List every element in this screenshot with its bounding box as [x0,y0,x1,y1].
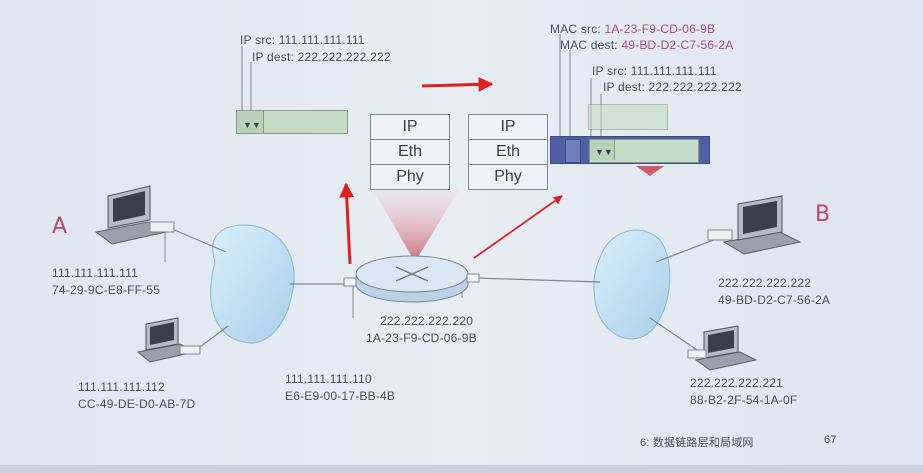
router-stack-left: IP Eth Phy [370,114,450,190]
node-b-label: B [815,202,831,227]
host-b1-mac: 49-BD-D2-C7-56-2A [718,293,831,307]
host-a2-ip: 111.111.111.112 [78,380,165,394]
host-a1-mac: 74-29-9C-E8-FF-55 [52,283,161,297]
arrow-glyph: ▼▼ [243,120,261,130]
stack-layer-eth: Eth [468,140,548,165]
router-left-ip: 111.111.111.110 [285,372,372,386]
ethernet-frame: ▼▼ [550,136,710,164]
mac-src-label: MAC src: [550,22,601,36]
node-a-label: A [52,214,68,239]
bottom-bar [0,465,923,473]
host-a2-computer-icon [136,317,201,363]
host-a1-computer-icon [94,185,175,245]
router [343,255,480,303]
router-right-mac: 1A-23-F9-CD-06-9B [366,331,477,345]
host-b2-computer-icon [687,325,758,371]
subnet-left-cloud [210,224,295,344]
annotation-arrow-thin [473,195,563,259]
host-a2-mac: CC-49-DE-D0-AB-7D [78,397,196,411]
ip-datagram-left: ▼▼ [236,110,348,134]
mac-src: MAC src: 1A-23-F9-CD-06-9B [550,22,715,36]
frame-payload-datagram: ▼▼ [589,139,699,163]
frame-mac-dest [565,139,581,163]
mac-dest-value: 49-BD-D2-C7-56-2A [621,38,734,52]
frame-down-cone [636,166,664,176]
left-ip-src: IP src: 111.111.111.111 [240,33,365,47]
host-b2-ip: 222.222.222.221 [690,376,784,390]
router-right-ip: 222.222.222.220 [380,314,474,328]
host-b1-ip: 222.222.222.222 [718,276,812,290]
stack-layer-phy: Phy [370,165,450,190]
mac-dest: MAC dest: 49-BD-D2-C7-56-2A [560,38,733,52]
stack-layer-ip: IP [370,114,450,140]
footer-chapter: 6: 数据链路层和局域网 [640,437,754,449]
host-b2-mac: 88-B2-2F-54-1A-0F [690,393,798,407]
mac-src-value: 1A-23-F9-CD-06-9B [604,22,716,36]
stack-layer-ip: IP [468,114,548,140]
subnet-right-cloud [593,229,671,340]
router-zoom-cone [372,188,460,262]
annotation-arrows [339,76,494,265]
ip-datagram-right-ghost [588,104,668,130]
right-ip-src: IP src: 111.111.111.111 [592,64,717,78]
stack-layer-phy: Phy [468,165,548,190]
datagram-header [237,111,264,133]
mac-dest-label: MAC dest: [560,38,618,52]
host-a1-ip: 111.111.111.111 [52,266,138,280]
left-ip-dest: IP dest: 222.222.222.222 [252,50,391,64]
stack-layer-eth: Eth [370,140,450,165]
host-b1-computer-icon [707,195,802,255]
router-stack-right: IP Eth Phy [468,114,548,190]
right-ip-dest: IP dest: 222.222.222.222 [603,80,742,94]
footer-page-number: 67 [824,434,837,446]
router-left-mac: E6-E9-00-17-BB-4B [285,389,396,403]
